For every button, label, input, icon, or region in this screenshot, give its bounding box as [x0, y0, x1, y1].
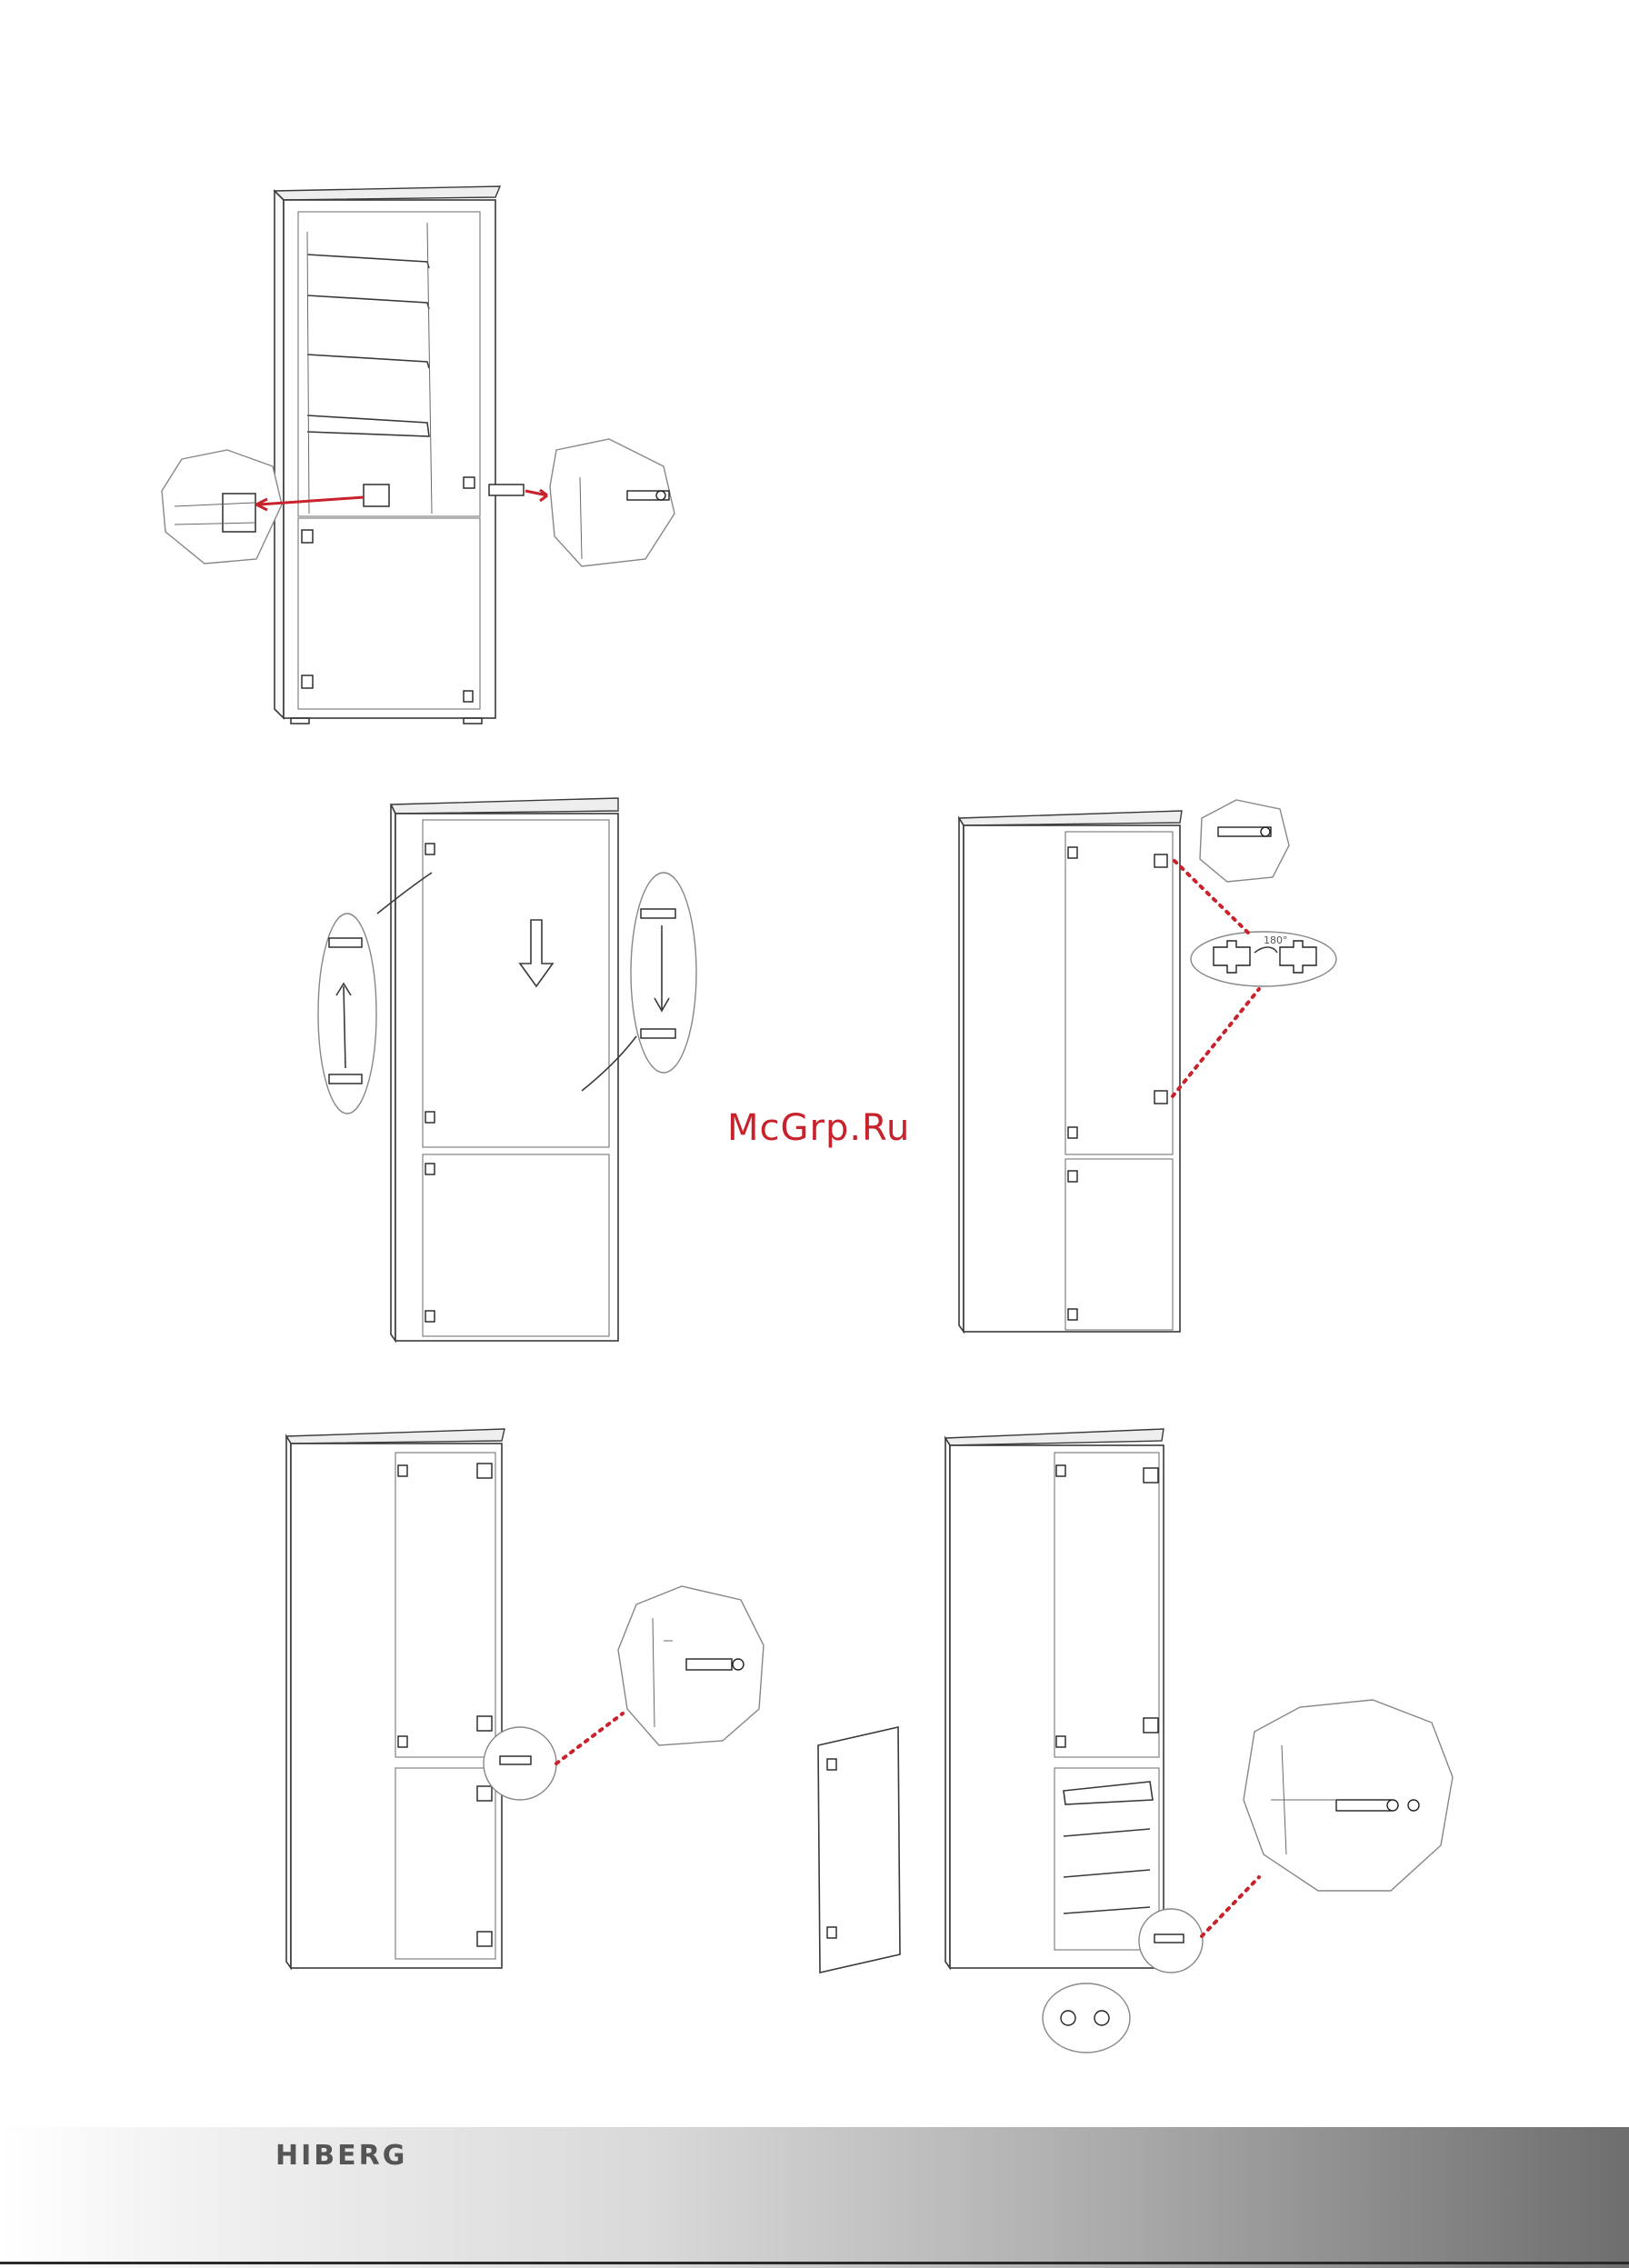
footer-bar	[0, 2127, 1629, 2268]
figure-step-4	[273, 1418, 800, 1982]
figure-step-2	[309, 791, 727, 1364]
footer-divider	[0, 2262, 1629, 2264]
figure-step-5	[791, 1418, 1482, 2073]
fridge-lower-door-hinge-icon	[791, 1418, 1482, 2073]
brand-logo: HIBERG	[275, 2140, 407, 2172]
fridge-hinge-rotate-icon: 180°	[945, 791, 1418, 1354]
rotation-label: 180°	[1264, 934, 1288, 946]
fridge-open-door-hinge-icon	[155, 177, 700, 741]
figure-step-1	[155, 177, 700, 741]
figure-step-3: 180°	[945, 791, 1418, 1354]
fridge-hinge-swap-icon	[309, 791, 727, 1364]
watermark-text: McGrp.Ru	[727, 1107, 910, 1149]
fridge-middle-hinge-icon	[273, 1418, 800, 1982]
